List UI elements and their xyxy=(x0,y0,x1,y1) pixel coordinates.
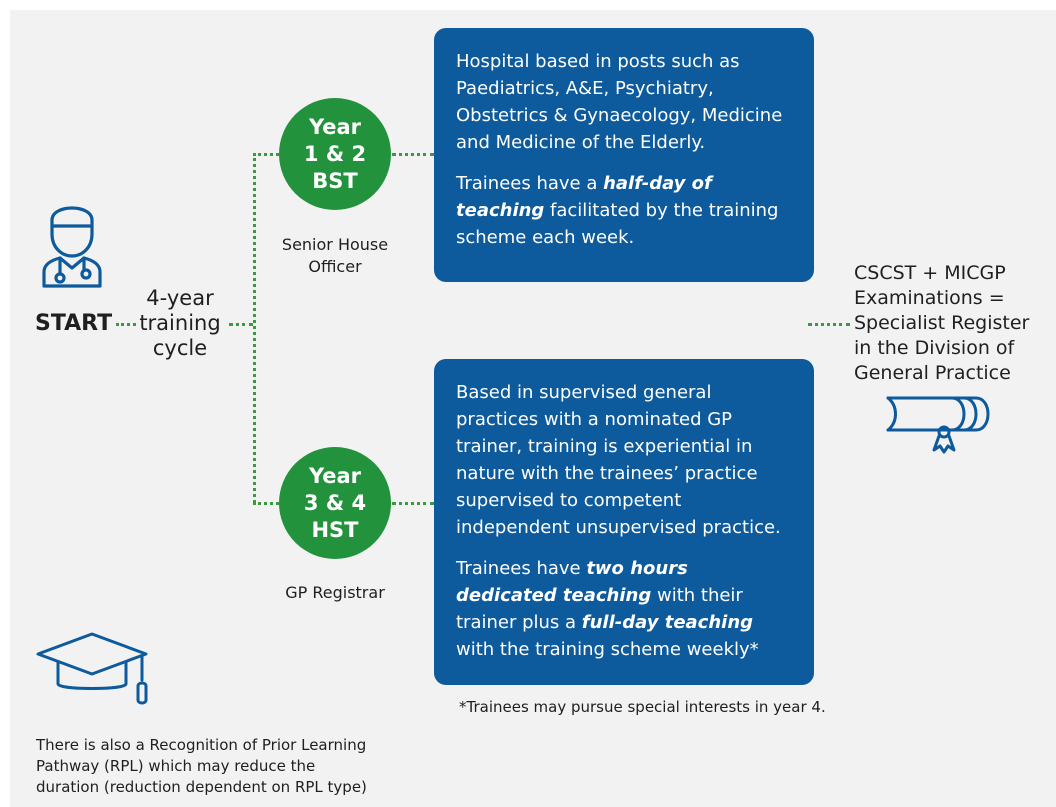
rpl-note: There is also a Recognition of Prior Lea… xyxy=(36,736,367,796)
graduation-cap-icon xyxy=(36,632,148,705)
footnote: *Trainees may pursue special interests i… xyxy=(459,698,826,716)
connector-start-cycle xyxy=(116,323,136,326)
connector-branch-year12 xyxy=(253,153,279,156)
bst-description-box: Hospital based in posts such as Paediatr… xyxy=(434,28,814,282)
year-1-2-circle: Year 1 & 2 BST xyxy=(279,98,391,210)
connector-branch-vertical xyxy=(253,153,256,503)
role-gp-registrar: GP Registrar xyxy=(285,583,385,602)
connector-outcome xyxy=(808,323,850,326)
outcome-text: CSCST + MICGP Examinations = Specialist … xyxy=(854,262,1030,384)
bst-paragraph-2: Trainees have a half-day of teaching fac… xyxy=(456,173,779,248)
connector-cycle-branch xyxy=(229,323,253,326)
hst-paragraph-2: Trainees have two hours dedicated teachi… xyxy=(456,558,759,660)
start-label: START xyxy=(35,311,113,336)
bst-paragraph-1: Hospital based in posts such as Paediatr… xyxy=(456,51,783,153)
year-3-4-circle: Year 3 & 4 HST xyxy=(279,447,391,559)
connector-year12-box xyxy=(392,153,434,156)
connector-year34-box xyxy=(392,502,434,505)
hst-description-box: Based in supervised general practices wi… xyxy=(434,359,814,685)
role-senior-house-officer: Senior House Officer xyxy=(281,235,389,276)
connector-branch-year34 xyxy=(253,502,279,505)
doctor-icon xyxy=(42,206,102,288)
hst-paragraph-1: Based in supervised general practices wi… xyxy=(456,382,781,538)
training-cycle-label: 4-year training cycle xyxy=(139,286,221,360)
diploma-scroll-icon xyxy=(886,396,990,454)
